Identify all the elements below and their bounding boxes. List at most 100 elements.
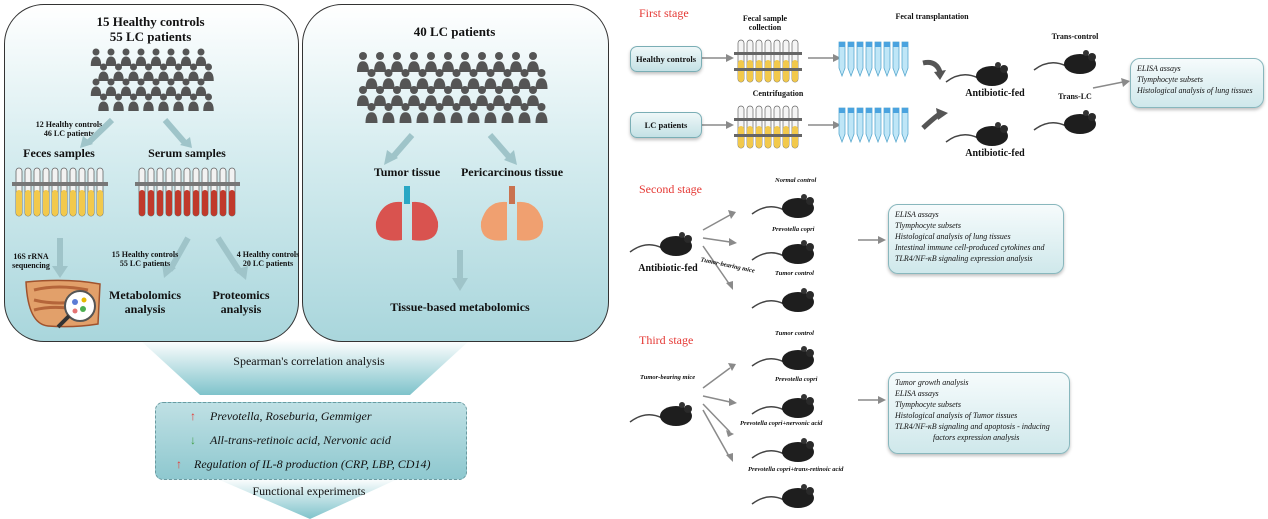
person-icon	[195, 78, 207, 96]
flow-arrows-panel2	[384, 133, 517, 291]
mouse-icon	[751, 288, 814, 312]
serum-samples-label: Serum samples	[148, 146, 226, 160]
prot-cohort-line2: 20 LC patients	[242, 259, 294, 268]
tube-icon	[24, 167, 32, 217]
sequencing-line1: 16S rRNA	[13, 252, 49, 261]
tube-icon	[156, 167, 164, 217]
fecal-transplantation-label: Fecal transplantation	[895, 12, 969, 21]
person-icon	[518, 103, 531, 123]
person-icon	[90, 78, 102, 96]
person-icon	[357, 86, 369, 106]
tube-icon	[15, 167, 23, 217]
second-box-line-3: Histological analysis of lung tissues	[895, 232, 1011, 241]
antibiotic-fed-label-2: Antibiotic-fed	[965, 148, 1025, 159]
person-icon	[399, 69, 412, 89]
tube-icon	[147, 167, 155, 217]
metab-cohort-line2: 55 LC patients	[119, 259, 171, 268]
person-icon	[442, 86, 454, 106]
second-box-line-1: ELISA assays	[895, 210, 939, 219]
tube-icon	[42, 167, 50, 217]
mouse-icon	[751, 346, 814, 370]
serum-tubes-icon	[135, 167, 240, 217]
tube-icon	[87, 167, 95, 217]
person-icon	[433, 69, 446, 89]
tissue-panel	[302, 4, 609, 342]
result-text-1: Prevotella, Roseburia, Gemmiger	[210, 409, 372, 423]
person-icon	[365, 103, 378, 123]
proteomics-line2: analysis	[220, 302, 262, 316]
tube-icon	[60, 167, 68, 217]
person-icon	[158, 93, 169, 111]
feces-cohort-label: 12 Healthy controls 46 LC patients	[24, 120, 114, 138]
tube-icon	[69, 167, 77, 217]
lung-pericarcinous-icon	[480, 186, 544, 241]
down-arrow-icon: ↓	[190, 433, 196, 447]
results-box	[155, 402, 467, 480]
tube-icon	[201, 167, 209, 217]
person-icon	[150, 78, 162, 96]
person-icon	[425, 52, 437, 72]
feces-cohort-line2: 46 LC patients	[43, 129, 95, 138]
person-icon	[399, 103, 412, 123]
person-icon	[510, 52, 522, 72]
mouse-icon	[1033, 110, 1096, 134]
mouse-icon	[751, 240, 814, 264]
person-icon	[527, 86, 539, 106]
person-icon	[120, 78, 132, 96]
third-stage-results-box: Tumor growth analysis ELISA assays Tlymp…	[888, 372, 1070, 454]
person-icon	[143, 93, 154, 111]
healthy-controls-node: Healthy controls	[630, 46, 702, 72]
centrifuge-tubes-top-icon	[838, 41, 909, 78]
proteomics-analysis-label: Proteomics analysis	[196, 288, 286, 316]
person-icon	[484, 69, 497, 89]
person-icon	[408, 86, 420, 106]
fecal-tube-rack-top-icon	[734, 39, 802, 83]
person-icon	[484, 103, 497, 123]
person-icon	[382, 69, 395, 89]
third-box-line-4: Histological analysis of Tumor tissues	[895, 411, 1018, 420]
up-arrow-icon: ↑	[190, 409, 196, 423]
cohort-title-line2: 55 LC patients	[109, 29, 192, 44]
third-stage-label: Third stage	[639, 333, 694, 347]
person-icon	[391, 86, 403, 106]
metabolomics-line1: Metabolomics	[109, 288, 181, 302]
person-icon	[128, 93, 139, 111]
person-icon	[527, 52, 539, 72]
flow-arrows-panel1	[52, 117, 248, 280]
person-icon	[203, 63, 214, 81]
functional-experiments-label: Functional experiments	[252, 484, 366, 498]
funnel-background	[140, 340, 470, 519]
person-icon	[173, 63, 184, 81]
second-box-line-5: TLR4/NF-κB signaling expression analysis	[895, 254, 1033, 263]
person-icon	[493, 52, 505, 72]
tube-icon	[165, 167, 173, 217]
metab-cohort-line1: 15 Healthy controls	[111, 250, 179, 259]
crowd-icon-large	[357, 52, 548, 123]
person-icon	[135, 48, 147, 66]
fecal-collection-line2: collection	[748, 23, 782, 32]
person-icon	[382, 103, 395, 123]
spearman-label: Spearman's correlation analysis	[233, 354, 385, 368]
feces-samples-label: Feces samples	[23, 146, 95, 160]
person-icon	[180, 48, 192, 66]
person-icon	[203, 93, 214, 111]
centrifuge-tubes-bottom-icon	[838, 107, 909, 144]
tissue-title: 40 LC patients	[413, 24, 496, 39]
person-icon	[357, 52, 369, 72]
person-icon	[374, 86, 386, 106]
person-icon	[113, 93, 124, 111]
person-icon	[476, 86, 488, 106]
person-icon	[158, 63, 169, 81]
first-box-line-2: Tlymphocyte subsets	[1137, 75, 1203, 84]
person-icon	[442, 52, 454, 72]
person-icon	[535, 69, 548, 89]
cohort-title: 15 Healthy controls 55 LC patients	[4, 14, 297, 44]
person-icon	[143, 63, 154, 81]
tumor-control-label: Tumor control	[775, 270, 814, 277]
tube-icon	[174, 167, 182, 217]
person-icon	[467, 69, 480, 89]
person-icon	[90, 48, 102, 66]
lc-patients-node: LC patients	[630, 112, 702, 138]
tube-icon	[96, 167, 104, 217]
third-box-line-5: TLR4/NF-κB signaling and apoptosis - ind…	[895, 422, 1050, 431]
